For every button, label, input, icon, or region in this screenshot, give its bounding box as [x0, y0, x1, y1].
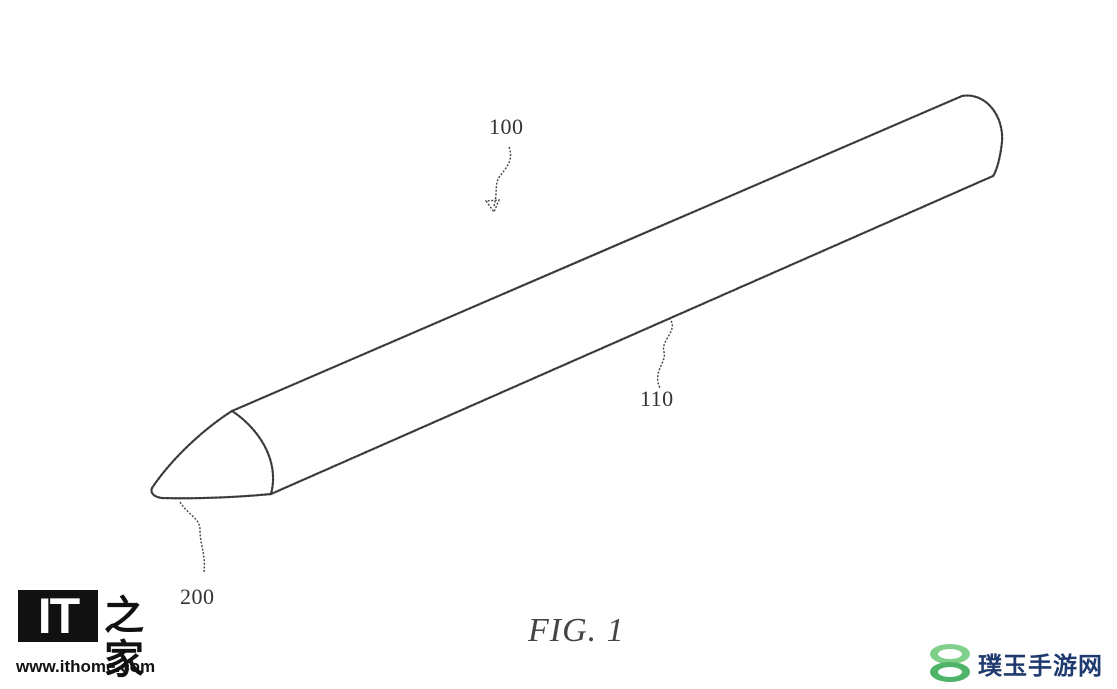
body-bottom-edge	[269, 174, 995, 496]
tip-cone-upper	[150, 409, 234, 490]
tip-point	[150, 486, 164, 500]
leader-100	[493, 146, 512, 207]
body-end-cap	[960, 94, 1004, 178]
ithome-logo-mark: IT	[18, 590, 98, 642]
ref-label-110: 110	[640, 386, 674, 411]
puyu-text: 璞玉手游网	[978, 652, 1103, 680]
tip-junction-curve	[230, 409, 275, 496]
leader-110	[656, 317, 673, 389]
ref-label-200: 200	[180, 584, 215, 609]
leader-100-arrowhead	[484, 199, 501, 214]
ithome-logo: IT 之家	[18, 590, 168, 682]
puyu-logo-icon	[930, 644, 970, 682]
tip-cone-lower	[160, 492, 273, 500]
ithome-url: www.ithome.com	[16, 657, 156, 676]
stylus-body	[230, 94, 1004, 496]
ithome-logo-cn: 之家	[104, 593, 144, 683]
body-top-edge	[230, 94, 964, 413]
figure-caption: FIG. 1	[528, 612, 625, 649]
stylus-tip	[150, 409, 275, 500]
puyu-watermark: 璞玉手游网	[926, 638, 1116, 688]
ref-label-100: 100	[489, 114, 524, 139]
leader-200	[179, 501, 206, 573]
